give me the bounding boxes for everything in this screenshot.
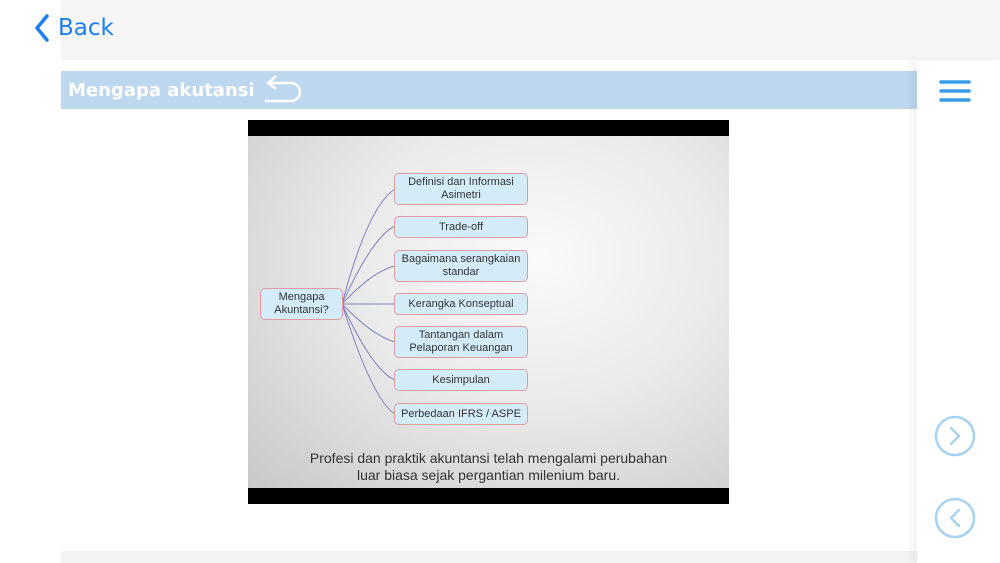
mindmap-branch: Tantangan dalam Pelaporan Keuangan [394,326,528,358]
back-label: Back [58,15,114,41]
caption-line: Profesi dan praktik akuntansi telah meng… [309,450,668,466]
slide-caption: Profesi dan praktik akuntansi telah meng… [248,450,729,484]
mindmap-branch: Kesimpulan [394,369,528,391]
undo-icon[interactable] [263,74,305,106]
video-player[interactable]: Mengapa Akuntansi? Definisi dan Informas… [248,120,729,504]
page-title: Mengapa akutansi [68,79,255,101]
bottom-strip [61,551,917,563]
top-bar [61,0,1000,60]
mindmap-root: Mengapa Akuntansi? [260,288,343,320]
mindmap-branch: Kerangka Konseptual [394,293,528,315]
slide-image: Mengapa Akuntansi? Definisi dan Informas… [248,136,729,488]
caption-line: luar biasa sejak pergantian milenium bar… [356,467,621,483]
back-button[interactable]: Back [34,14,114,42]
hamburger-menu-icon[interactable] [939,78,971,104]
mindmap-branch: Bagaimana serangkaian standar [394,250,528,282]
side-panel [917,60,1000,563]
title-bar: Mengapa akutansi [61,71,917,109]
chevron-left-icon [35,14,49,42]
next-button[interactable] [934,415,976,457]
mindmap-connectors [341,188,396,415]
mindmap-branch: Definisi dan Informasi Asimetri [394,173,528,205]
mindmap-branch: Trade-off [394,216,528,238]
mindmap-branch: Perbedaan IFRS / ASPE [394,403,528,425]
previous-button[interactable] [934,497,976,539]
